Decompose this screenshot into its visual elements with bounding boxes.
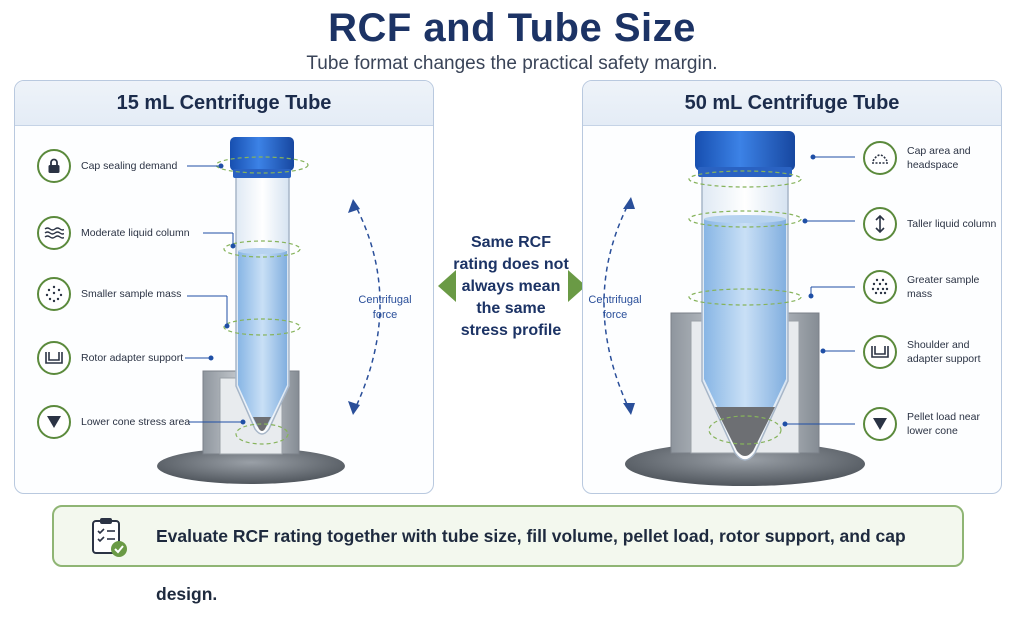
ring-sample: [223, 318, 301, 336]
page-subtitle: Tube format changes the practical safety…: [306, 53, 718, 74]
lock-icon: [37, 149, 71, 183]
arrow-right-icon: [568, 270, 586, 302]
panel-15ml: 15 mL Centrifuge Tube: [14, 80, 434, 494]
ring-cap: [215, 156, 309, 174]
ring-cap: [688, 170, 802, 188]
page-title: RCF and Tube Size: [328, 6, 696, 50]
tube-50ml-illustration: [603, 131, 865, 486]
liquid-column: [704, 219, 786, 453]
rotor-base: [157, 448, 345, 484]
feature-cap-sealing: Cap sealing demand: [37, 149, 177, 183]
feature-label: Smaller sample mass: [81, 288, 182, 300]
ring-cone: [235, 423, 289, 445]
liquid-column: [238, 251, 287, 429]
feature-pellet-load: Pellet load near lower cone: [863, 407, 987, 441]
feature-liquid-column: Moderate liquid column: [37, 216, 190, 250]
cone-icon: [863, 407, 897, 441]
force-arc: [352, 200, 381, 414]
pellet: [253, 417, 271, 431]
vertical-arrows-icon: [863, 207, 897, 241]
waves-icon: [37, 216, 71, 250]
feature-label: Cap area and headspace: [907, 145, 971, 171]
feature-taller-column: Taller liquid column: [863, 207, 996, 241]
feature-lower-cone: Lower cone stress area: [37, 405, 190, 439]
ring-liquid: [688, 210, 802, 228]
force-label-50ml: Centrifugal force: [588, 294, 642, 321]
feature-label: Greater sample mass: [907, 274, 980, 300]
ring-liquid: [223, 240, 301, 258]
feature-sample-mass: Greater sample mass: [863, 270, 1001, 304]
force-arc: [603, 198, 632, 414]
particles-icon: [863, 270, 897, 304]
feature-sample-mass: Smaller sample mass: [37, 277, 181, 311]
feature-label: Cap sealing demand: [81, 160, 178, 172]
bottom-note-box: Evaluate RCF rating together with tube s…: [52, 505, 964, 604]
panel-50ml: 50 mL Centrifuge Tube: [582, 80, 1002, 494]
cap-area-icon: [863, 141, 897, 175]
adapter-icon: [37, 341, 71, 375]
feature-label: Taller liquid column: [907, 218, 997, 230]
feature-label: Rotor adapter support: [81, 352, 184, 364]
panel-50ml-heading: 50 mL Centrifuge Tube: [583, 81, 1001, 126]
tube-15ml-illustration: [157, 137, 381, 484]
feature-rotor-adapter: Rotor adapter support: [37, 341, 183, 375]
panel-15ml-heading: 15 mL Centrifuge Tube: [15, 81, 433, 126]
center-note: Same RCF rating does not always mean the…: [453, 234, 569, 339]
particles-icon: [37, 277, 71, 311]
cone-icon: [37, 405, 71, 439]
force-label-15ml: Centrifugal force: [358, 294, 412, 321]
feature-label: Moderate liquid column: [81, 227, 190, 239]
cap: [695, 131, 795, 171]
ring-sample: [688, 288, 802, 306]
feature-cap-area: Cap area and headspace: [863, 141, 997, 175]
feature-label: Lower cone stress area: [81, 416, 191, 428]
clipboard-check-icon: [92, 518, 127, 557]
feature-label: Pellet load near lower cone: [907, 411, 980, 437]
ring-cone: [708, 415, 782, 445]
arrow-left-icon: [438, 270, 456, 302]
pellet: [715, 407, 775, 456]
bottom-note-text: Evaluate RCF rating together with tube s…: [156, 526, 906, 604]
feature-label: Shoulder and adapter support: [907, 339, 981, 365]
feature-shoulder-adapter: Shoulder and adapter support: [863, 335, 993, 369]
cap: [230, 137, 294, 171]
adapter-icon: [863, 335, 897, 369]
